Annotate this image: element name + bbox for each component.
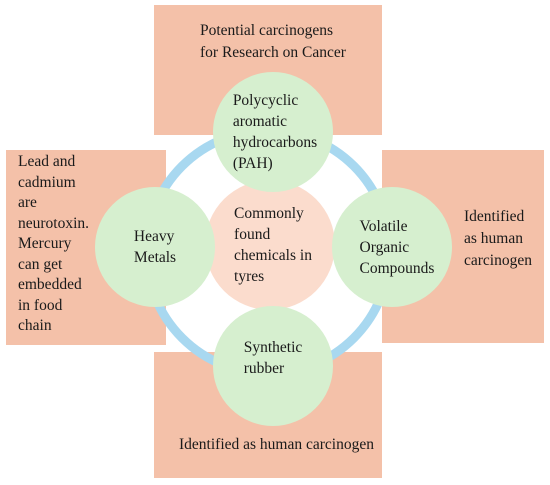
bottom-box-line: Identified as human carcinogen xyxy=(179,436,374,453)
node-right-line: Volatile xyxy=(359,217,408,235)
center-line: chemicals in xyxy=(234,247,312,264)
center-circle: Commonly found chemicals in tyres xyxy=(205,180,335,310)
center-text: Commonly found chemicals in tyres xyxy=(228,203,312,287)
node-bottom-line: rubber xyxy=(243,360,285,377)
left-box-line: can get xyxy=(18,255,63,273)
top-box-line: for Research on Cancer xyxy=(200,44,346,61)
node-left-line: Metals xyxy=(133,249,177,266)
left-box-line: are xyxy=(18,194,37,211)
node-bottom-synthetic-rubber: Synthetic rubber xyxy=(213,306,333,426)
node-left-text: Heavy Metals xyxy=(134,226,176,268)
top-box-text: Potential carcinogens for Research on Ca… xyxy=(200,20,346,64)
right-box-line: Identified xyxy=(464,208,525,225)
center-line: Commonly xyxy=(234,205,304,222)
node-right-voc: Volatile Organic Compounds xyxy=(332,187,452,307)
center-line: tyres xyxy=(234,268,265,285)
left-box-line: Lead and xyxy=(18,153,76,170)
node-top-text: Polycyclic aromatic hydrocarbons (PAH) xyxy=(229,90,317,174)
node-top-line: aromatic xyxy=(232,113,288,130)
node-top-line: (PAH) xyxy=(232,155,273,172)
node-left-line: Heavy xyxy=(133,228,175,245)
bottom-box-text: Identified as human carcinogen xyxy=(179,434,374,456)
node-left-heavy-metals: Heavy Metals xyxy=(95,187,215,307)
left-box-line: chain xyxy=(18,317,52,334)
left-box-line: in food xyxy=(18,296,63,314)
right-box-line: carcinogen xyxy=(464,252,532,269)
node-right-line: Compounds xyxy=(359,259,435,277)
node-bottom-text: Synthetic rubber xyxy=(244,337,303,379)
left-box-line: Mercury xyxy=(18,235,72,252)
node-top-line: hydrocarbons xyxy=(232,134,318,151)
center-line: found xyxy=(234,226,271,243)
left-box-line: neurotoxin. xyxy=(18,214,90,232)
node-bottom-line: Synthetic xyxy=(243,339,303,356)
right-box-text: Identified as human carcinogen xyxy=(464,206,532,272)
node-top-pah: Polycyclic aromatic hydrocarbons (PAH) xyxy=(213,72,333,192)
node-right-line: Organic xyxy=(359,238,410,256)
right-box-line: as human xyxy=(464,230,523,247)
top-box-line: Potential carcinogens xyxy=(200,22,333,39)
left-box-text: Lead and cadmium are neurotoxin. Mercury… xyxy=(18,152,89,337)
left-box-line: cadmium xyxy=(18,173,76,191)
node-right-text: Volatile Organic Compounds xyxy=(350,216,435,279)
node-top-line: Polycyclic xyxy=(232,92,299,109)
left-box-line: embedded xyxy=(18,276,82,293)
